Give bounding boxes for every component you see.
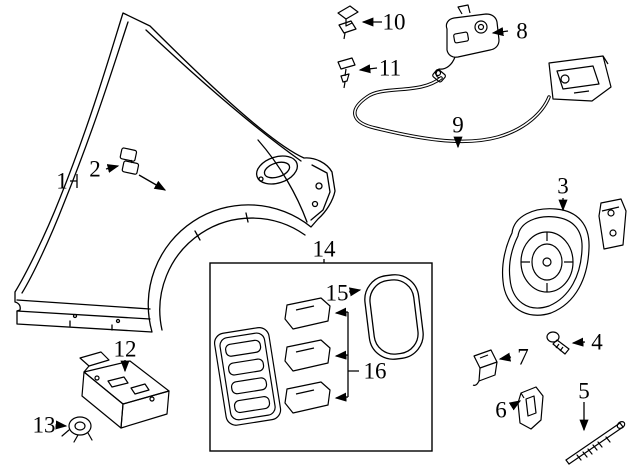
fuel-filler-pocket-part-3-drawing <box>501 198 627 316</box>
callout-16[interactable]: 16 <box>363 358 387 384</box>
callout-6[interactable]: 6 <box>495 397 507 423</box>
callout-9[interactable]: 9 <box>452 112 464 138</box>
callout-1[interactable]: 1 <box>56 168 68 194</box>
callout-7[interactable]: 7 <box>517 344 529 370</box>
detail-box-14 <box>209 262 433 452</box>
fastener-part-10-drawing <box>337 5 359 40</box>
release-cable-part-9-drawing <box>353 68 551 144</box>
clip-part-7-drawing <box>472 349 498 386</box>
release-handle-drawing <box>548 55 612 102</box>
callout-14[interactable]: 14 <box>312 236 336 262</box>
callout-8[interactable]: 8 <box>516 18 528 44</box>
seal-part-15-drawing <box>364 274 424 360</box>
callout-12[interactable]: 12 <box>113 336 137 362</box>
vent-grille-drawing <box>213 327 282 426</box>
plate-part-6-drawing <box>517 386 544 430</box>
lock-actuator-part-8-drawing <box>434 4 500 79</box>
screw-part-4-drawing <box>546 331 570 355</box>
grommet-part-13-drawing <box>61 416 93 443</box>
clip-part-2-drawing <box>119 147 140 175</box>
callout-5[interactable]: 5 <box>578 378 590 404</box>
quarter-panel-drawing <box>14 12 336 333</box>
callout-13[interactable]: 13 <box>32 412 56 438</box>
callout-15[interactable]: 15 <box>325 280 349 306</box>
bracket-part-12-drawing <box>79 351 170 429</box>
callout-11[interactable]: 11 <box>378 55 402 81</box>
clip-plates-part-16-drawing <box>284 297 331 414</box>
callout-arrows <box>55 17 589 432</box>
callout-4[interactable]: 4 <box>591 329 603 355</box>
callout-2[interactable]: 2 <box>89 156 101 182</box>
callout-10[interactable]: 10 <box>382 9 406 35</box>
fastener-part-11-drawing <box>337 57 356 89</box>
rod-part-5-drawing <box>565 421 626 465</box>
callout-3[interactable]: 3 <box>557 173 569 199</box>
